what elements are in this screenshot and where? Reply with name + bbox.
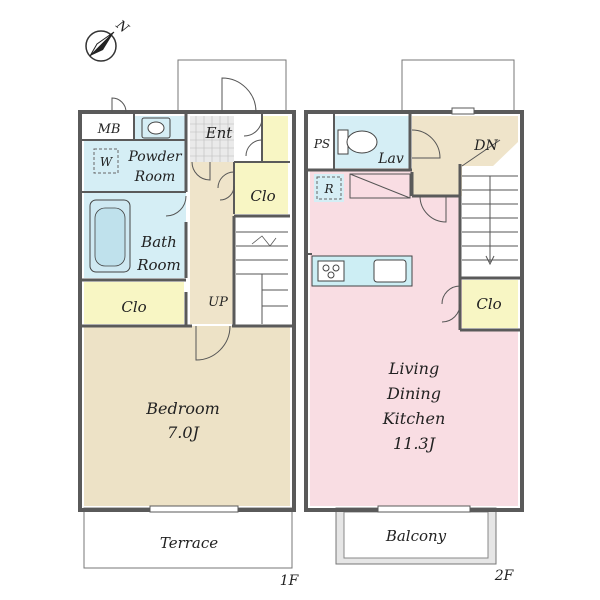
entrance-porch (177, 59, 287, 113)
washer-icon (93, 148, 119, 174)
refrigerator-space (314, 174, 344, 202)
stair-up-label: UP (208, 295, 228, 310)
stove-icon (317, 260, 345, 282)
windows-1f (149, 505, 239, 513)
bedroom-label-1: Bedroom (145, 399, 220, 418)
bath-room-label-2: Room (136, 256, 181, 274)
dn-hall (412, 116, 518, 196)
refrigerator-icon (316, 176, 342, 200)
bathtub-inner (94, 207, 126, 267)
refrigerator-label: R (323, 182, 333, 196)
burner-2 (332, 264, 340, 272)
washer-label: W (100, 155, 114, 169)
windows-2f (377, 107, 475, 513)
hall (190, 162, 234, 324)
closet-left-label: Clo (121, 298, 146, 316)
ldk-label-4: 11.3J (393, 434, 437, 453)
compass-needle-tail-icon (89, 31, 115, 57)
lav-label: Lav (377, 151, 404, 167)
ps-space (310, 116, 332, 168)
powder-room-label-1: Powder (127, 149, 183, 165)
floor-2-label: 2F (494, 568, 515, 584)
stair-treads-1f (236, 231, 288, 324)
ldk (310, 170, 518, 506)
burner-3 (327, 271, 335, 279)
kitchen-sink-icon (373, 259, 407, 283)
ldk-label-2: Dining (386, 384, 441, 403)
floor-1: MB W Powder Room Ent Clo Bath Room Clo U… (78, 59, 300, 589)
powder-room-label-2: Room (134, 169, 176, 185)
burner-1 (322, 264, 330, 272)
closet-ent (234, 162, 288, 214)
stair-treads-2f (461, 139, 518, 266)
terrace (83, 507, 293, 569)
bedroom (84, 326, 290, 506)
closet-2f-label: Clo (476, 295, 501, 313)
cabinet-outline (349, 173, 411, 199)
dn-label: DN (473, 138, 498, 154)
bath-room-label-1: Bath (140, 233, 177, 251)
closet-2f (462, 280, 518, 328)
closet-left (84, 282, 184, 324)
sink-basin (147, 121, 165, 135)
roof-outline (401, 59, 515, 113)
ps-label: PS (313, 137, 330, 151)
compass-north-label: N (112, 17, 132, 37)
ldk-label-1: Living (388, 359, 439, 378)
bedroom-label-2: 7.0J (167, 423, 200, 442)
terrace-label: Terrace (160, 534, 218, 552)
entrance-label: Ent (205, 124, 234, 142)
mb-label: MB (97, 122, 121, 137)
shoe-closet (262, 116, 288, 162)
mb-space (84, 116, 134, 140)
doors-2f (411, 129, 461, 323)
balcony-inner (343, 511, 489, 559)
entrance-tiles (190, 116, 234, 162)
toilet-icon (346, 130, 378, 154)
floor-1-label: 1F (280, 573, 300, 589)
ldk-label-3: Kitchen (382, 409, 446, 428)
compass: N (85, 17, 132, 62)
floor-2: PS Lav DN R Clo Living Dining Kitchen 11… (304, 59, 524, 584)
doors-1f (111, 77, 263, 361)
balcony-label: Balcony (385, 527, 447, 545)
closet-ent-label: Clo (250, 187, 275, 205)
